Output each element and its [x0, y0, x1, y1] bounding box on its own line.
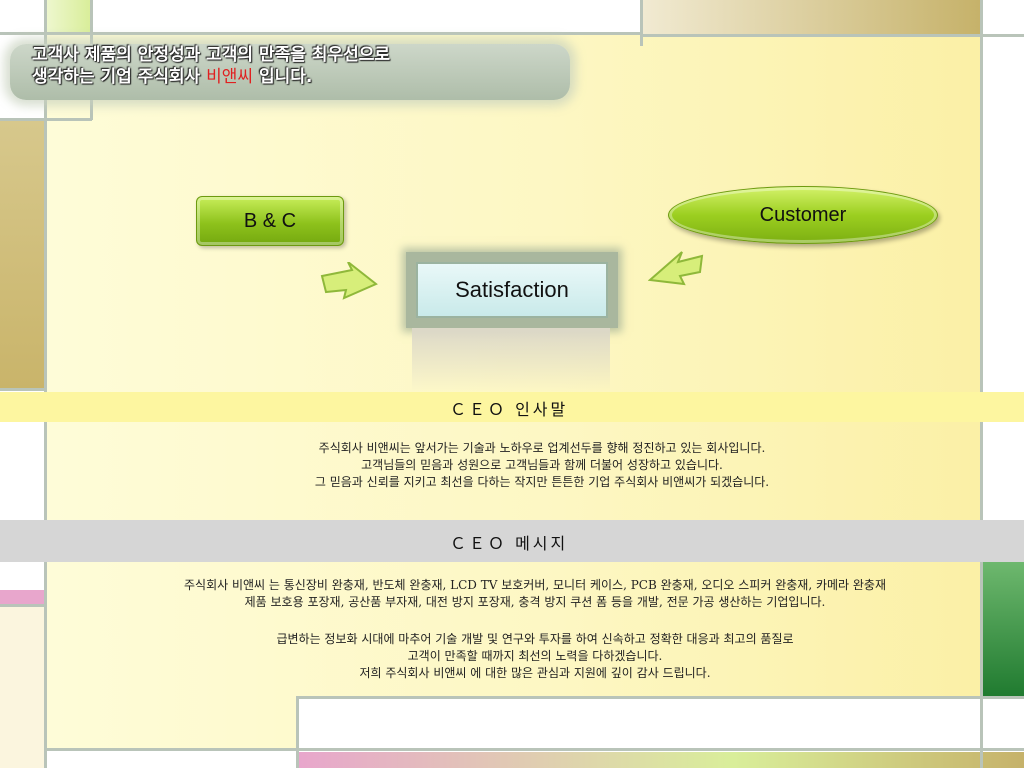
title-line2-prefix: 생각하는 기업 주식회사: [32, 67, 207, 87]
message-band: [0, 520, 1024, 562]
customer-box: Customer: [668, 186, 938, 244]
main-panel-bottom-right: [298, 698, 982, 752]
frame-line: [44, 0, 47, 768]
arrow-left-icon: [648, 251, 704, 286]
frame-left-bottom-block: [0, 604, 46, 768]
title-line1: 고객사 제품의 안정성과 고객의 만족을 최우선으로: [32, 45, 391, 65]
arrow-right-icon: [320, 262, 378, 300]
page-title: 고객사 제품의 안정성과 고객의 만족을 최우선으로 생각하는 기업 주식회사 …: [32, 44, 592, 88]
frame-line: [0, 388, 46, 391]
frame-line: [296, 696, 1024, 699]
title-pill: [10, 44, 570, 100]
frame-line: [640, 34, 1024, 37]
company-name: 비앤씨: [206, 67, 254, 87]
frame-line: [640, 0, 643, 46]
frame-right-green-block: [982, 562, 1024, 698]
company-box-label: B & C: [243, 209, 297, 232]
customer-box-label: Customer: [759, 203, 847, 226]
frame-line: [0, 32, 640, 35]
frame-top-green-block: [46, 0, 90, 32]
frame-top-left-block: [0, 0, 46, 32]
frame-line: [0, 604, 46, 607]
frame-bottom-pink-strip: [298, 752, 1024, 768]
message-text-1: 주식회사 비앤씨 는 통신장비 완충재, 반도체 완충재, LCD TV 보호커…: [183, 578, 887, 609]
greeting-band: [0, 392, 1024, 422]
frame-top-right-olive-block: [642, 0, 980, 34]
frame-line: [0, 118, 92, 121]
satisfaction-label: Satisfaction: [455, 277, 569, 302]
company-box: B & C: [196, 196, 344, 246]
frame-line: [46, 748, 1024, 751]
message-title: ＣＥＯ 메시지: [450, 534, 569, 553]
greeting-title: ＣＥＯ 인사말: [450, 400, 569, 419]
frame-line: [296, 696, 299, 768]
satisfaction-box: Satisfaction: [416, 262, 608, 318]
greeting-text: 주식회사 비앤씨는 앞서가는 기술과 노하우로 업계선두를 향해 정진하고 있는…: [314, 441, 770, 489]
message-text-2: 급변하는 정보화 시대에 마추어 기술 개발 및 연구와 투자를 하여 신속하고…: [276, 632, 794, 680]
satisfaction-shadow: [412, 328, 610, 392]
frame-line: [980, 0, 983, 768]
frame-left-olive-block: [0, 120, 46, 390]
title-line2-suffix: 입니다.: [253, 67, 313, 87]
frame-left-pink-block: [0, 590, 46, 604]
